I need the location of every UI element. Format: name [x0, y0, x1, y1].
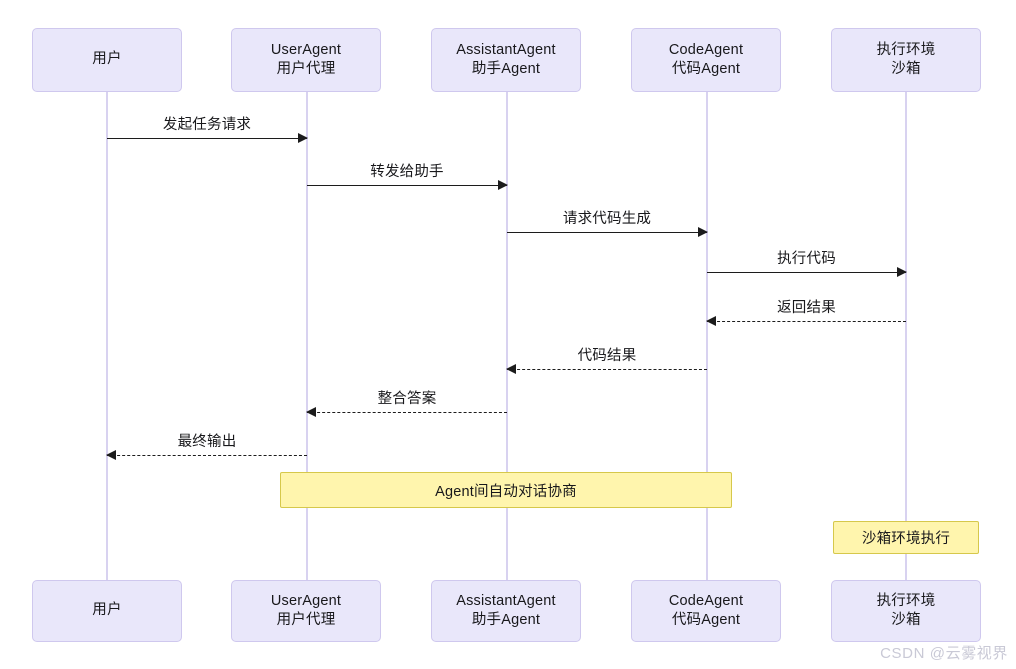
- participant-label-line1: CodeAgent: [668, 41, 744, 58]
- participant-label-line1: 执行环境: [876, 592, 936, 609]
- message-label: 请求代码生成: [562, 211, 652, 227]
- participant-top-sandbox[interactable]: 执行环境 沙箱: [831, 28, 981, 92]
- participant-top-useragent[interactable]: UserAgent 用户代理: [231, 28, 381, 92]
- participant-label-line1: AssistantAgent: [456, 41, 556, 58]
- participant-label-line1: CodeAgent: [668, 592, 744, 609]
- lifeline-useragent: [306, 92, 308, 580]
- message-line: [707, 321, 906, 322]
- participant-top-assistant[interactable]: AssistantAgent 助手Agent: [431, 28, 581, 92]
- message-label: 最终输出: [177, 434, 237, 450]
- lifeline-sandbox: [905, 92, 907, 580]
- message-line: [707, 272, 906, 273]
- participant-label-line1: 用户: [92, 51, 122, 68]
- message-label: 转发给助手: [370, 164, 444, 180]
- message-label: 整合答案: [377, 391, 437, 407]
- participant-label-line2: 助手Agent: [471, 612, 541, 628]
- arrowhead-left-icon: [706, 315, 716, 326]
- participant-bottom-sandbox[interactable]: 执行环境 沙箱: [831, 580, 981, 642]
- participant-bottom-code[interactable]: CodeAgent 代码Agent: [631, 580, 781, 642]
- participant-label-line2: 用户代理: [276, 61, 336, 77]
- note-sandbox-execution[interactable]: 沙箱环境执行: [833, 521, 979, 554]
- message-label: 代码结果: [577, 348, 637, 364]
- participant-label-line1: UserAgent: [270, 592, 342, 609]
- message-line: [107, 138, 307, 139]
- watermark: CSDN @云雾视界: [880, 645, 1008, 662]
- arrowhead-left-icon: [106, 449, 116, 460]
- participant-label-line1: 执行环境: [876, 41, 936, 58]
- message-line: [507, 232, 707, 233]
- participant-top-code[interactable]: CodeAgent 代码Agent: [631, 28, 781, 92]
- participant-label-line2: 代码Agent: [671, 61, 741, 77]
- message-label: 返回结果: [777, 300, 836, 316]
- arrowhead-right-icon: [298, 132, 308, 143]
- note-text: Agent间自动对话协商: [435, 483, 577, 500]
- participant-label-line2: 代码Agent: [671, 612, 741, 628]
- message-line: [307, 185, 507, 186]
- arrowhead-left-icon: [306, 406, 316, 417]
- message-label: 执行代码: [777, 251, 836, 267]
- participant-label-line1: AssistantAgent: [456, 592, 556, 609]
- arrowhead-right-icon: [498, 179, 508, 190]
- message-line: [107, 455, 307, 456]
- note-text: 沙箱环境执行: [861, 531, 951, 547]
- arrowhead-left-icon: [506, 363, 516, 374]
- participant-label-line2: 助手Agent: [471, 61, 541, 77]
- lifeline-code: [706, 92, 708, 580]
- participant-top-user[interactable]: 用户: [32, 28, 182, 92]
- message-line: [507, 369, 707, 370]
- note-agent-negotiation[interactable]: Agent间自动对话协商: [280, 472, 732, 508]
- participant-label-line2: 沙箱: [891, 612, 921, 628]
- message-label: 发起任务请求: [162, 117, 252, 133]
- participant-label-line2: 沙箱: [891, 61, 921, 77]
- participant-bottom-assistant[interactable]: AssistantAgent 助手Agent: [431, 580, 581, 642]
- lifeline-assistant: [506, 92, 508, 580]
- arrowhead-right-icon: [698, 226, 708, 237]
- lifeline-user: [106, 92, 108, 580]
- message-line: [307, 412, 507, 413]
- participant-bottom-user[interactable]: 用户: [32, 580, 182, 642]
- participant-label-line1: UserAgent: [270, 41, 342, 58]
- participant-bottom-useragent[interactable]: UserAgent 用户代理: [231, 580, 381, 642]
- participant-label-line1: 用户: [92, 602, 122, 619]
- participant-label-line2: 用户代理: [276, 612, 336, 628]
- arrowhead-right-icon: [897, 266, 907, 277]
